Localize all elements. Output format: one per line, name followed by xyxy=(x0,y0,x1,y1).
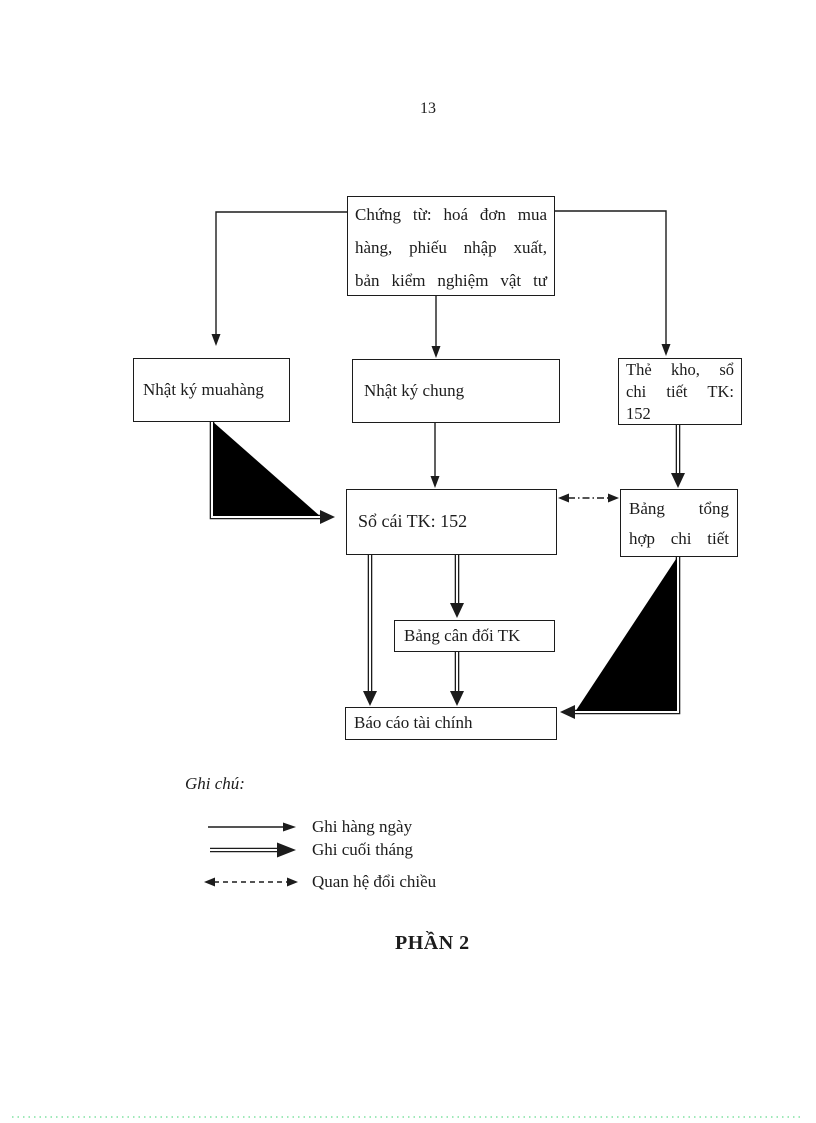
legend-arrow-daily xyxy=(208,822,296,832)
arrow-socai-to-bangcandoi xyxy=(450,554,464,618)
flow-box-bang-tong-hop: Bảng tổng hợp chi tiết xyxy=(620,489,738,557)
arrow-socai-bangtonghop-reconcile xyxy=(558,493,619,503)
arrow-chungtu-to-thekho xyxy=(555,210,671,356)
arrow-nhatkymuahang-to-socai xyxy=(209,421,335,524)
flow-box-nhat-ky-chung: Nhật ký chung xyxy=(352,359,560,423)
legend-label-monthly: Ghi cuối tháng xyxy=(312,840,414,859)
flow-box-chung-tu: Chứng từ: hoá đơn mua hàng, phiếu nhập x… xyxy=(347,196,555,296)
legend-label-reconcile: Quan hệ đổi chiều xyxy=(312,872,437,891)
flow-box-nhat-ky-mua-hang: Nhật ký muahàng xyxy=(133,358,290,422)
legend-label-daily: Ghi hàng ngày xyxy=(312,817,413,836)
page-number: 13 xyxy=(420,100,436,117)
legend-arrow-monthly xyxy=(210,842,296,858)
legend-arrow-reconcile xyxy=(204,877,298,887)
arrow-socai-to-baocao xyxy=(363,554,377,706)
arrow-nhatkychung-to-socai xyxy=(430,423,440,488)
arrow-chungtu-to-nhatkymuahang xyxy=(211,211,347,346)
flow-box-so-cai: Sổ cái TK: 152 xyxy=(346,489,557,555)
flow-box-bang-can-doi: Bảng cân đối TK xyxy=(394,620,555,652)
section-title: PHẦN 2 xyxy=(395,932,470,954)
flow-box-bao-cao: Báo cáo tài chính xyxy=(345,707,557,740)
arrow-chungtu-to-nhatkychung xyxy=(431,296,441,358)
arrow-bangtonghop-to-baocao xyxy=(560,556,681,719)
flow-box-the-kho: Thẻ kho, sổ chi tiết TK: 152 xyxy=(618,358,742,425)
arrow-bangcandoi-to-baocao xyxy=(450,651,464,706)
legend-title: Ghi chú: xyxy=(185,774,245,793)
page-bottom-dotted-line xyxy=(12,1116,804,1118)
arrow-thekho-to-bangtonghop xyxy=(671,424,685,488)
